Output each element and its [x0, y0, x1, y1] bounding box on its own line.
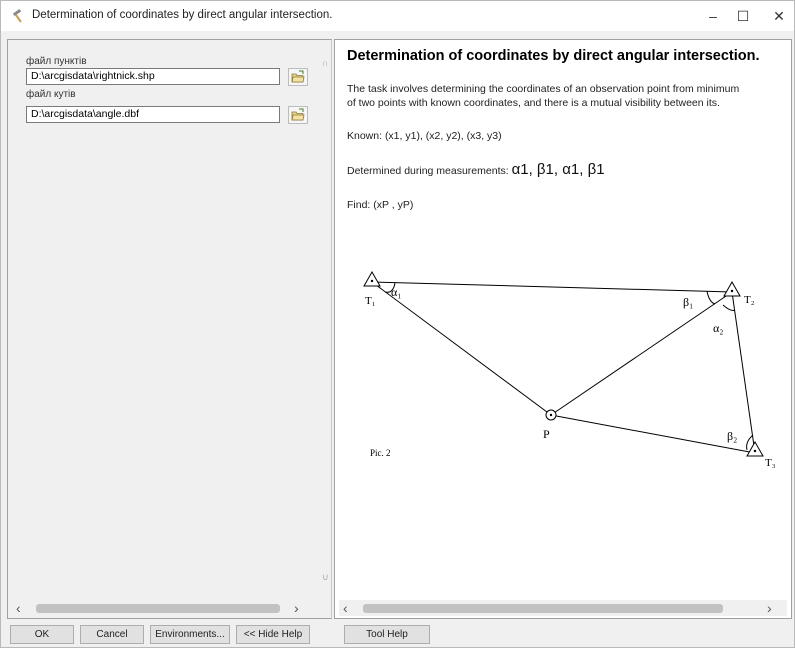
label-p: P: [543, 427, 550, 441]
open-folder-icon: [291, 108, 305, 121]
label-t3: T₃: [765, 457, 776, 469]
line-t2-p: [550, 291, 733, 416]
scroll-left-icon[interactable]: ‹: [16, 600, 21, 616]
station-t2-marker: [723, 280, 741, 297]
points-file-input[interactable]: D:\arcgisdata\rightnick.shp: [26, 68, 280, 85]
help-pane: Determination of coordinates by direct a…: [334, 39, 792, 619]
cancel-button[interactable]: Cancel: [80, 625, 144, 644]
scroll-right-icon[interactable]: ›: [767, 600, 772, 616]
points-file-label: файл пунктів: [26, 56, 87, 67]
label-beta1: β₁: [683, 295, 693, 309]
label-alpha1: α₁: [391, 285, 401, 299]
intersection-diagram: T₁ T₂ T₃ P α₁ β₁ α₂ β₂ Pic. 2: [363, 270, 776, 469]
station-t3-dot: [753, 449, 757, 453]
line-t2-t3: [731, 291, 756, 454]
arc-alpha2: [722, 304, 736, 311]
measured-values-line: Determined during measurements: α1, β1, …: [347, 161, 605, 178]
open-folder-icon: [291, 70, 305, 83]
environments-button[interactable]: Environments...: [150, 625, 230, 644]
scroll-up-icon[interactable]: ∩: [322, 58, 329, 68]
parameters-horizontal-scrollbar[interactable]: ‹ ›: [12, 600, 328, 616]
angles-file-input[interactable]: D:\arcgisdata\angle.dbf: [26, 106, 280, 123]
label-alpha2: α₂: [713, 321, 723, 335]
angles-file-label: файл кутів: [26, 89, 76, 100]
scroll-left-icon[interactable]: ‹: [343, 600, 348, 616]
find-values: Find: (xP , yP): [347, 199, 414, 211]
station-t1-marker: [363, 270, 381, 287]
arc-beta1: [706, 290, 716, 305]
line-t1-t2: [371, 281, 733, 293]
title-bar[interactable]: Determination of coordinates by direct a…: [1, 1, 794, 31]
task-description-line-1: The task involves determining the coordi…: [347, 83, 740, 95]
help-title: Determination of coordinates by direct a…: [347, 48, 760, 64]
arc-beta2: [746, 434, 754, 451]
task-description-line-2: of two points with known coordinates, an…: [347, 97, 720, 109]
station-t2-dot: [730, 289, 734, 293]
label-t1: T₁: [365, 295, 376, 307]
hammer-tool-icon: [12, 8, 22, 23]
point-p-dot: [549, 413, 553, 417]
maximize-button[interactable]: ☐: [736, 8, 750, 24]
help-horizontal-scrollbar[interactable]: ‹ ›: [339, 600, 787, 616]
minimize-button[interactable]: –: [709, 8, 717, 24]
arc-alpha1: [384, 282, 396, 293]
browse-points-button[interactable]: [288, 68, 308, 86]
station-t3-marker: [746, 440, 764, 457]
measured-angles: α1, β1, α1, β1: [511, 161, 605, 178]
tool-help-button[interactable]: Tool Help: [344, 625, 430, 644]
scroll-down-icon[interactable]: ∪: [322, 572, 329, 582]
measured-prefix: Determined during measurements:: [347, 165, 512, 177]
label-t2: T₂: [744, 294, 755, 306]
button-bar: OK Cancel Environments... << Hide Help T…: [1, 621, 794, 647]
scroll-thumb[interactable]: [363, 604, 723, 613]
parameters-vertical-scrollbar[interactable]: ∩ ∪: [320, 40, 332, 600]
label-beta2: β₂: [727, 429, 737, 443]
station-t1-dot: [370, 279, 374, 283]
line-t1-p: [371, 281, 552, 416]
hide-help-button[interactable]: << Hide Help: [236, 625, 310, 644]
parameters-pane: файл пунктів D:\arcgisdata\rightnick.shp…: [7, 39, 332, 619]
known-values: Known: (x1, y1), (x2, y2), (x3, y3): [347, 130, 502, 142]
line-p-t3: [550, 414, 756, 454]
scroll-thumb[interactable]: [36, 604, 280, 613]
figure-caption: Pic. 2: [370, 448, 391, 458]
close-button[interactable]: ✕: [773, 8, 785, 24]
browse-angles-button[interactable]: [288, 106, 308, 124]
window-title: Determination of coordinates by direct a…: [32, 9, 333, 21]
scroll-right-icon[interactable]: ›: [294, 600, 299, 616]
ok-button[interactable]: OK: [10, 625, 74, 644]
